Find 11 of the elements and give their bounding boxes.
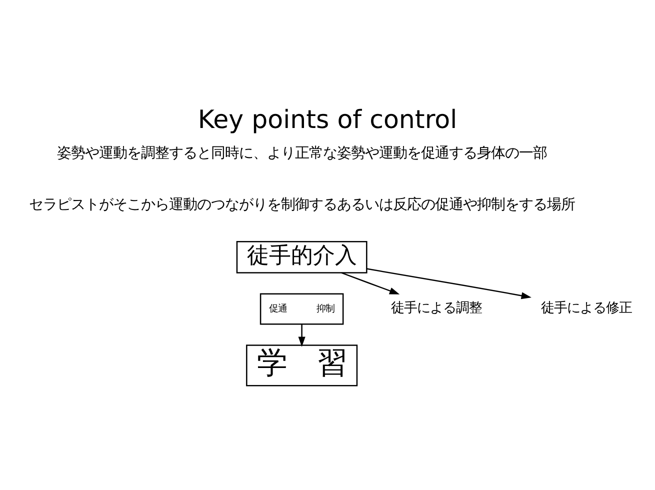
node-text: 徒手による調整 (391, 300, 482, 316)
diagram-title: Key points of control (198, 104, 458, 134)
node-box: 学 習 (246, 344, 358, 386)
arrow (341, 272, 400, 294)
label: 姿勢や運動を調整すると同時に、より正常な姿勢や運動を促通する身体の一部 (56, 146, 547, 162)
label: セラピストがそこから運動のつながりを制御するあるいは反応の促通や抑制をする場所 (28, 196, 575, 213)
node-box: 徒手的介入 (236, 241, 368, 274)
arrow (366, 268, 532, 300)
arrow (298, 324, 306, 347)
node-box: 促通 抑制 (260, 293, 344, 325)
node-text: 徒手による修正 (540, 300, 632, 316)
